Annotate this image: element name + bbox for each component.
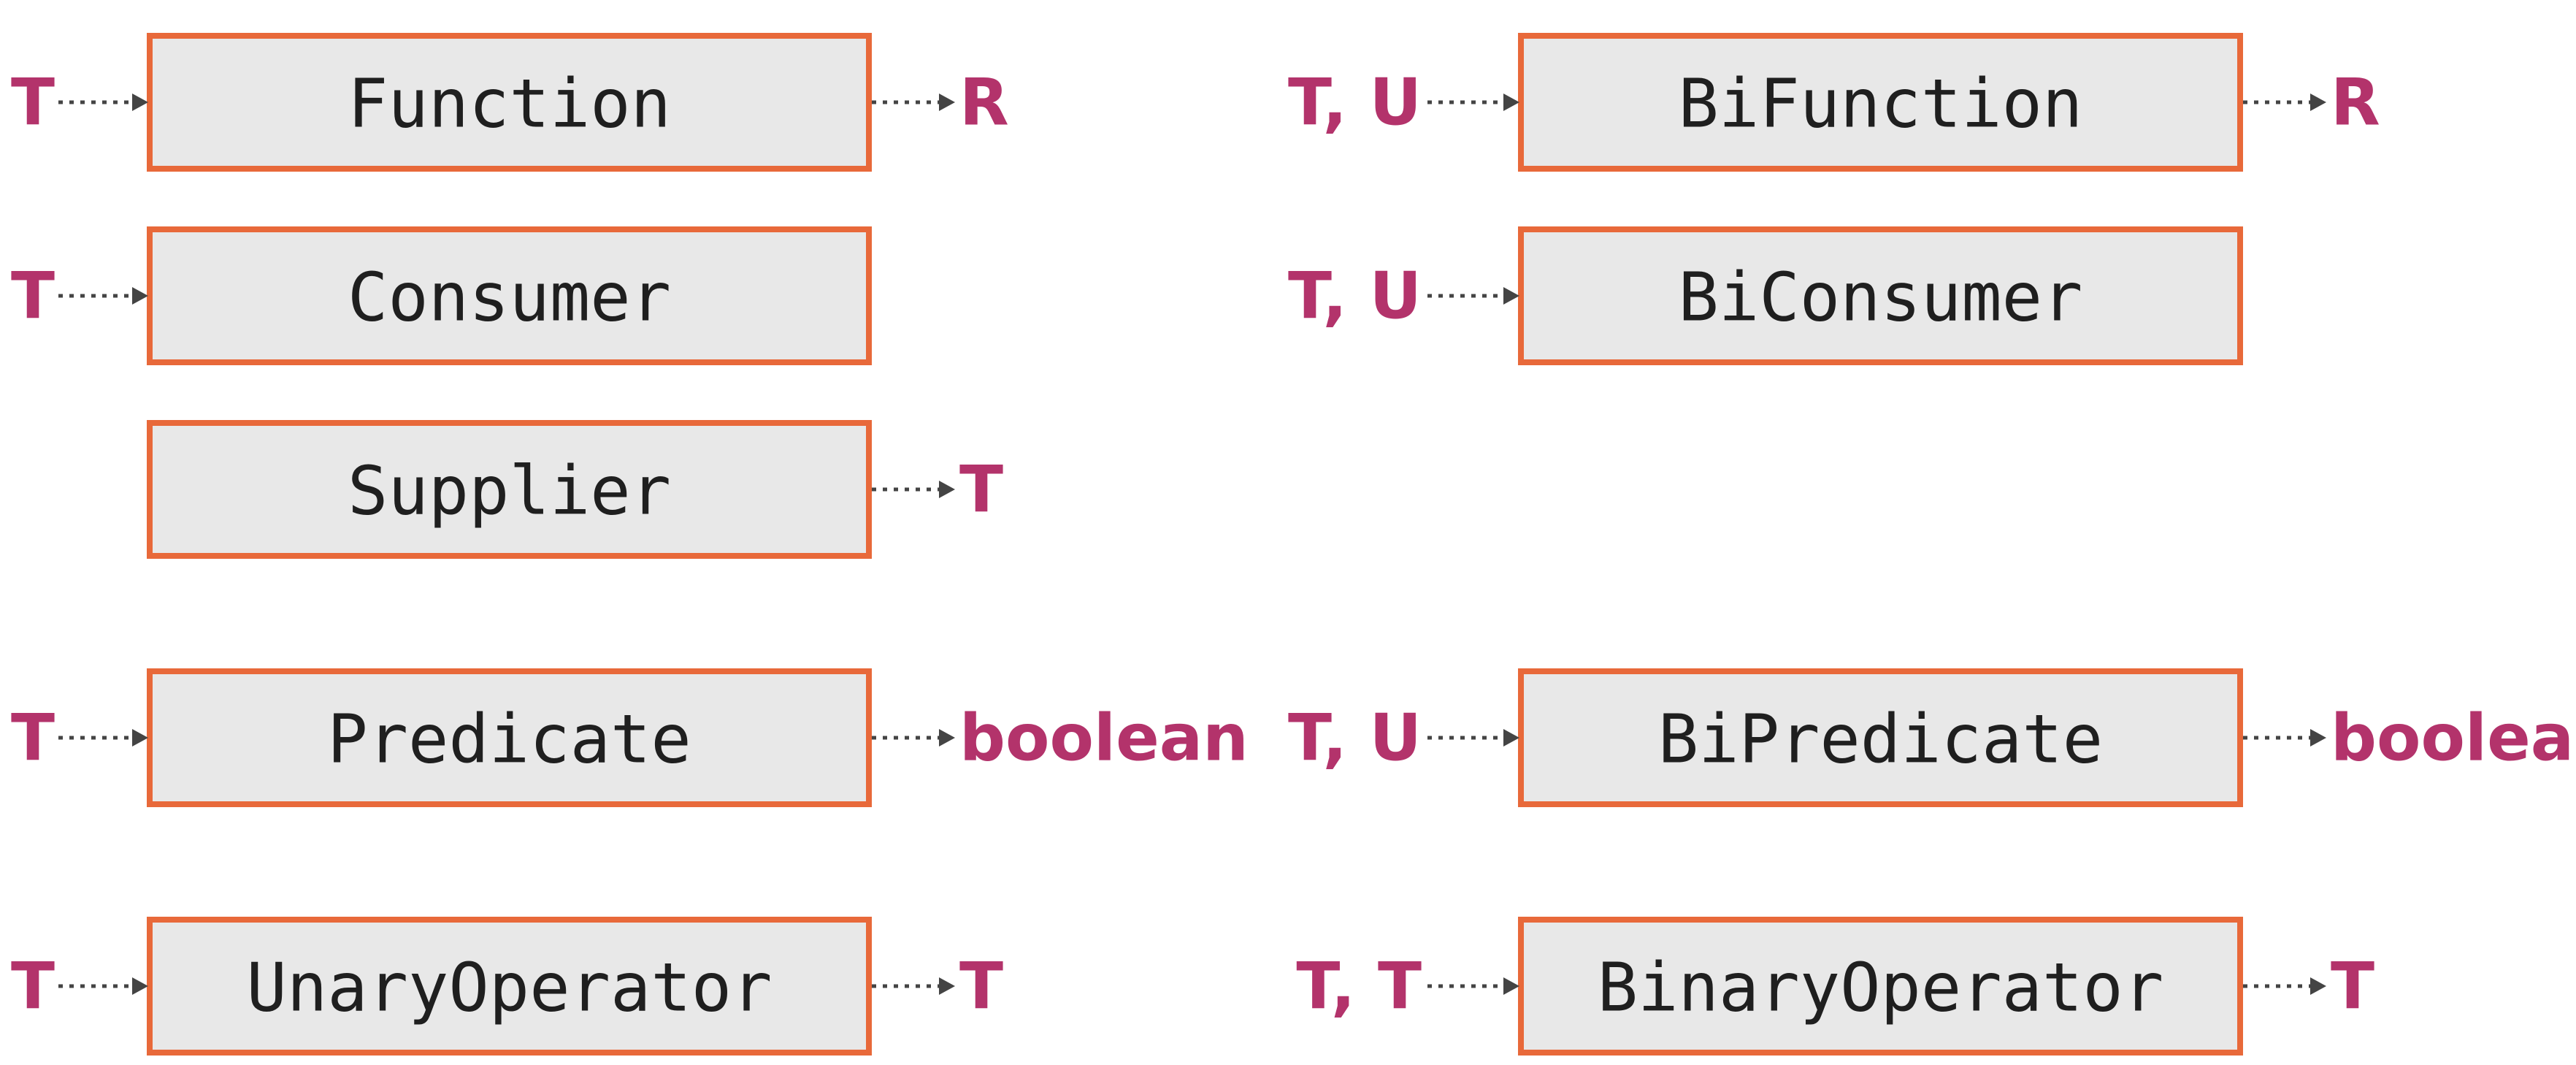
binaryoperator-box: BinaryOperator (1518, 917, 2243, 1056)
bipredicate-name: BiPredicate (1658, 701, 2103, 779)
supplier-output-type: T (959, 452, 1003, 527)
unaryoperator-input-types: T (11, 949, 55, 1024)
biconsumer-input-arrow-head (1503, 287, 1519, 305)
predicate-output-arrow (872, 729, 955, 747)
binaryoperator-output-type: T (2331, 949, 2374, 1024)
function-input-types: T (11, 65, 55, 140)
bifunction-input-types: T, U (1288, 65, 1422, 140)
unaryoperator-input-arrow-head (132, 977, 148, 995)
predicate-input-types: T (11, 701, 55, 776)
binaryoperator-input-arrow (1427, 977, 1519, 995)
function-input-arrow-head (132, 93, 148, 111)
biconsumer-name: BiConsumer (1679, 259, 2083, 337)
bipredicate-box: BiPredicate (1518, 668, 2243, 807)
unaryoperator-output-type: T (959, 949, 1003, 1024)
bipredicate-output-arrow (2243, 729, 2326, 747)
bifunction-input-arrow-head (1503, 93, 1519, 111)
unaryoperator-output-arrow (872, 977, 955, 995)
bipredicate-input-types: T, U (1288, 701, 1422, 776)
interface-bipredicate: BiPredicate T, U boolean (1288, 668, 2576, 807)
supplier-output-arrow (872, 481, 955, 498)
biconsumer-input-types: T, U (1288, 259, 1422, 334)
supplier-box-rect (147, 420, 872, 559)
supplier-box: Supplier (147, 420, 872, 559)
function-input-arrow (58, 93, 148, 111)
bipredicate-output-arrow-head (2310, 729, 2326, 747)
biconsumer-box-rect (1518, 226, 2243, 365)
function-output-arrow (872, 93, 955, 111)
unaryoperator-box: UnaryOperator (147, 917, 872, 1056)
interface-unaryoperator: UnaryOperator T T (11, 917, 1003, 1056)
predicate-box-rect (147, 668, 872, 807)
predicate-output-type: boolean (959, 701, 1249, 776)
biconsumer-box: BiConsumer (1518, 226, 2243, 365)
interface-function: Function T R (11, 33, 1009, 172)
interface-binaryoperator: BinaryOperator T, T T (1296, 917, 2374, 1056)
biconsumer-input-arrow (1427, 287, 1519, 305)
function-box: Function (147, 33, 872, 172)
consumer-input-arrow-head (132, 287, 148, 305)
bifunction-box: BiFunction (1518, 33, 2243, 172)
interface-bifunction: BiFunction T, U R (1288, 33, 2380, 172)
predicate-input-arrow-head (132, 729, 148, 747)
bipredicate-input-arrow (1427, 729, 1519, 747)
binaryoperator-name: BinaryOperator (1598, 949, 2163, 1027)
consumer-box-rect (147, 226, 872, 365)
binaryoperator-box-rect (1518, 917, 2243, 1056)
function-output-arrow-head (939, 93, 955, 111)
unaryoperator-output-arrow-head (939, 977, 955, 995)
interface-supplier: Supplier T (147, 420, 1003, 559)
unaryoperator-input-arrow (58, 977, 148, 995)
consumer-input-arrow (58, 287, 148, 305)
consumer-box: Consumer (147, 226, 872, 365)
function-output-type: R (959, 65, 1009, 140)
function-name: Function (348, 65, 671, 143)
predicate-box: Predicate (147, 668, 872, 807)
binaryoperator-output-arrow (2243, 977, 2326, 995)
function-box-rect (147, 33, 872, 172)
consumer-name: Consumer (348, 259, 671, 337)
bifunction-input-arrow (1427, 93, 1519, 111)
supplier-output-arrow-head (939, 481, 955, 498)
bipredicate-output-type: boolean (2331, 701, 2576, 776)
unaryoperator-name: UnaryOperator (246, 949, 772, 1027)
binaryoperator-output-arrow-head (2310, 977, 2326, 995)
interface-biconsumer: BiConsumer T, U (1288, 226, 2243, 365)
bifunction-output-arrow (2243, 93, 2326, 111)
bifunction-output-arrow-head (2310, 93, 2326, 111)
binaryoperator-input-types: T, T (1296, 949, 1422, 1024)
supplier-name: Supplier (348, 452, 671, 530)
bifunction-name: BiFunction (1679, 65, 2083, 143)
predicate-name: Predicate (327, 701, 691, 779)
consumer-input-types: T (11, 259, 55, 334)
bifunction-box-rect (1518, 33, 2243, 172)
unaryoperator-box-rect (147, 917, 872, 1056)
predicate-output-arrow-head (939, 729, 955, 747)
bifunction-output-type: R (2331, 65, 2380, 140)
interface-consumer: Consumer T (11, 226, 872, 365)
predicate-input-arrow (58, 729, 148, 747)
binaryoperator-input-arrow-head (1503, 977, 1519, 995)
bipredicate-box-rect (1518, 668, 2243, 807)
bipredicate-input-arrow-head (1503, 729, 1519, 747)
